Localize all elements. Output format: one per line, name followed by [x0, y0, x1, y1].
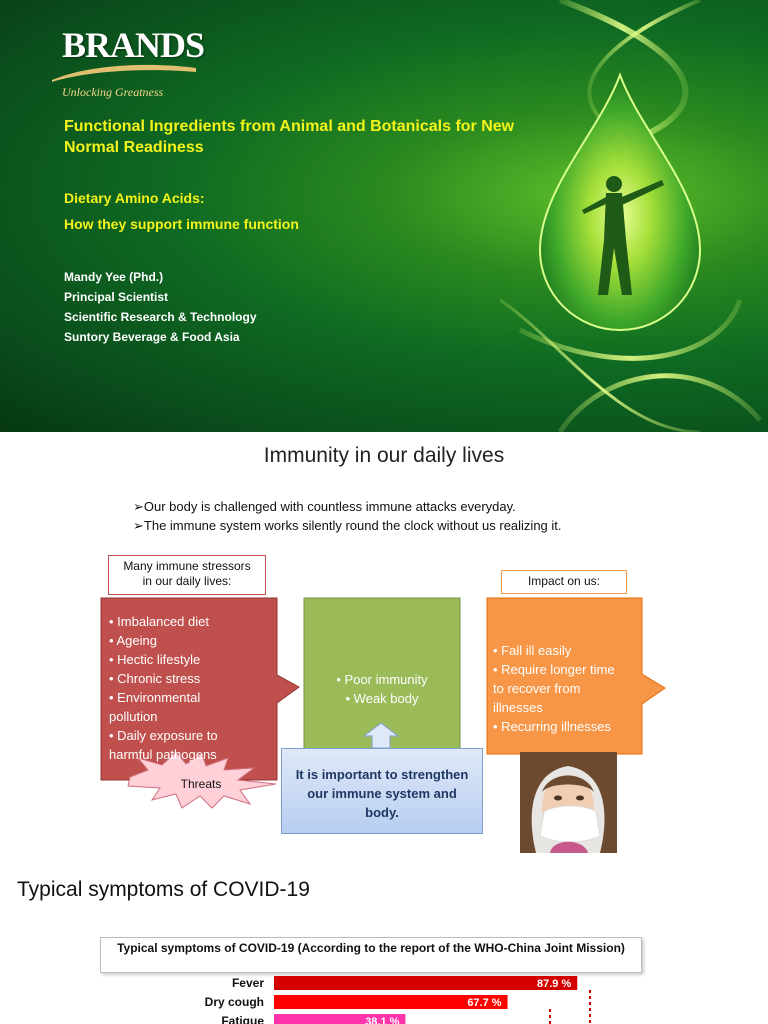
value-label: 67.7 % [467, 997, 501, 1009]
covid-symptoms-slide: Typical symptoms of COVID-19 Typical sym… [0, 864, 768, 1024]
logo-swoosh-icon [52, 64, 196, 82]
impact-list: • Fall ill easily • Require longer time … [493, 643, 615, 734]
symptoms-bar-chart: Fever 87.9 % Dry cough 67.7 % Fatigue 38.1 % [205, 976, 591, 1024]
threats-starburst-icon [127, 751, 277, 809]
bar [274, 995, 508, 1009]
subtitle-line-1: Dietary Amino Acids: [64, 190, 205, 206]
author-name: Mandy Yee (Phd.) [64, 270, 164, 284]
author-role: Principal Scientist [64, 290, 169, 304]
slide-title: Typical symptoms of COVID-19 [17, 878, 310, 901]
brand-logo: BRANDS [62, 25, 205, 65]
subtitle-line-2: How they support immune function [64, 216, 299, 232]
brand-tagline: Unlocking Greatness [62, 85, 164, 99]
middle-list: • Poor immunity • Weak body [336, 672, 428, 706]
person-silhouette-icon [582, 176, 664, 295]
key-message-box: It is important to strengthen our immune… [281, 748, 483, 834]
stressors-label: Many immune stressors in our daily lives… [108, 555, 266, 595]
bullet-point: ➢The immune system works silently round … [133, 518, 562, 533]
title-slide: BRANDS Unlocking Greatness Functional In… [0, 0, 768, 432]
sick-child-photo [520, 752, 617, 853]
bar [274, 1014, 406, 1024]
dna-helix-graphic [499, 0, 762, 432]
value-label: 38.1 % [365, 1016, 399, 1024]
category-label: Fever [232, 976, 264, 990]
impact-label: Impact on us: [501, 570, 627, 594]
chart-title: Typical symptoms of COVID-19 (According … [100, 937, 642, 973]
author-department: Scientific Research & Technology [64, 310, 257, 324]
sick-child-image [520, 752, 617, 853]
bullet-point: ➢Our body is challenged with countless i… [133, 499, 516, 514]
up-arrow-icon [362, 722, 400, 749]
stressors-list: • Imbalanced diet • Ageing • Hectic life… [109, 614, 218, 762]
category-label: Fatigue [221, 1014, 264, 1024]
bar [274, 976, 578, 990]
value-label: 87.9 % [537, 978, 571, 990]
threats-label: Threats [180, 777, 222, 791]
presentation-title: Functional Ingredients from Animal and B… [64, 118, 515, 156]
slide-title: Immunity in our daily lives [263, 444, 505, 467]
category-label: Dry cough [205, 995, 264, 1009]
author-company: Suntory Beverage & Food Asia [64, 330, 240, 344]
impact-arrow-box [486, 597, 666, 755]
immunity-slide: Immunity in our daily lives ➢Our body is… [0, 432, 768, 864]
